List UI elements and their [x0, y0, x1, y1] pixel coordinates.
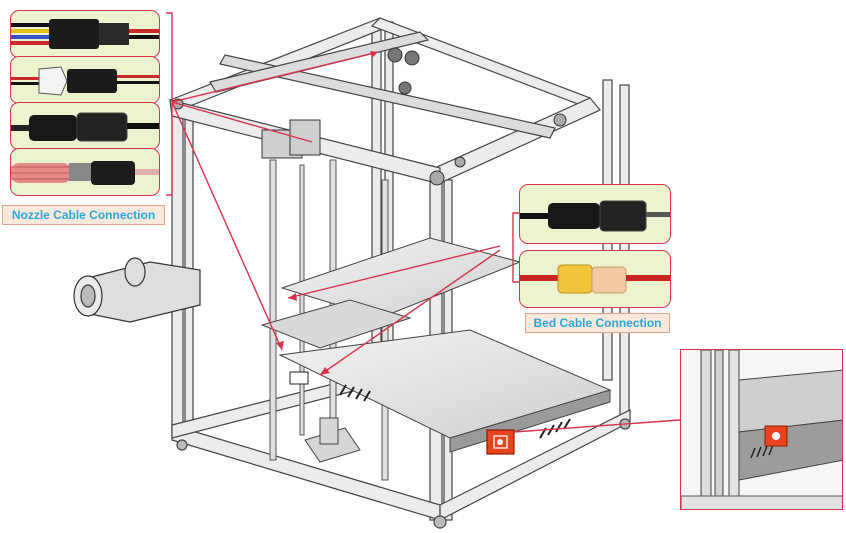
- bed-cable-connection-label: Bed Cable Connection: [525, 313, 670, 333]
- nozzle-connector-photo-2pin: [10, 56, 160, 104]
- arrowhead: [276, 341, 284, 350]
- connector-xt60-photo: [520, 251, 671, 308]
- power-port-inset-drawing: [681, 350, 843, 510]
- pulley-wheel: [399, 82, 411, 94]
- bed-socket: [290, 372, 308, 384]
- nozzle-connector-photo-black: [10, 102, 160, 150]
- corner-bracket-wheel: [554, 114, 566, 126]
- bed-connector-photo-xt60: [519, 250, 671, 308]
- power-port-detail-inset: [680, 349, 843, 510]
- pulley-wheel: [405, 51, 419, 65]
- power-port: [487, 430, 514, 454]
- frame-foot: [434, 516, 446, 528]
- connector-black-photo: [520, 185, 671, 244]
- power-port-icon: [765, 426, 787, 446]
- connector-2pin-photo: [11, 57, 160, 104]
- guide-rod: [300, 165, 304, 435]
- corner-bracket-wheel: [455, 157, 465, 167]
- z-motor: [305, 418, 360, 462]
- lead-screw-left: [270, 160, 276, 460]
- connector-heater-photo: [11, 149, 160, 196]
- nozzle-cable-connection-label: Nozzle Cable Connection: [2, 205, 165, 225]
- nozzle-connector-photo-heater: [10, 148, 160, 196]
- bed-connector-photo-black: [519, 184, 671, 244]
- connector-black-photo: [11, 103, 160, 150]
- pulley-wheel: [388, 48, 402, 62]
- connector-4pin-photo: [11, 11, 160, 58]
- corner-bracket-wheel: [430, 171, 444, 185]
- nozzle-connector-photo-4pin: [10, 10, 160, 58]
- frame-foot: [177, 440, 187, 450]
